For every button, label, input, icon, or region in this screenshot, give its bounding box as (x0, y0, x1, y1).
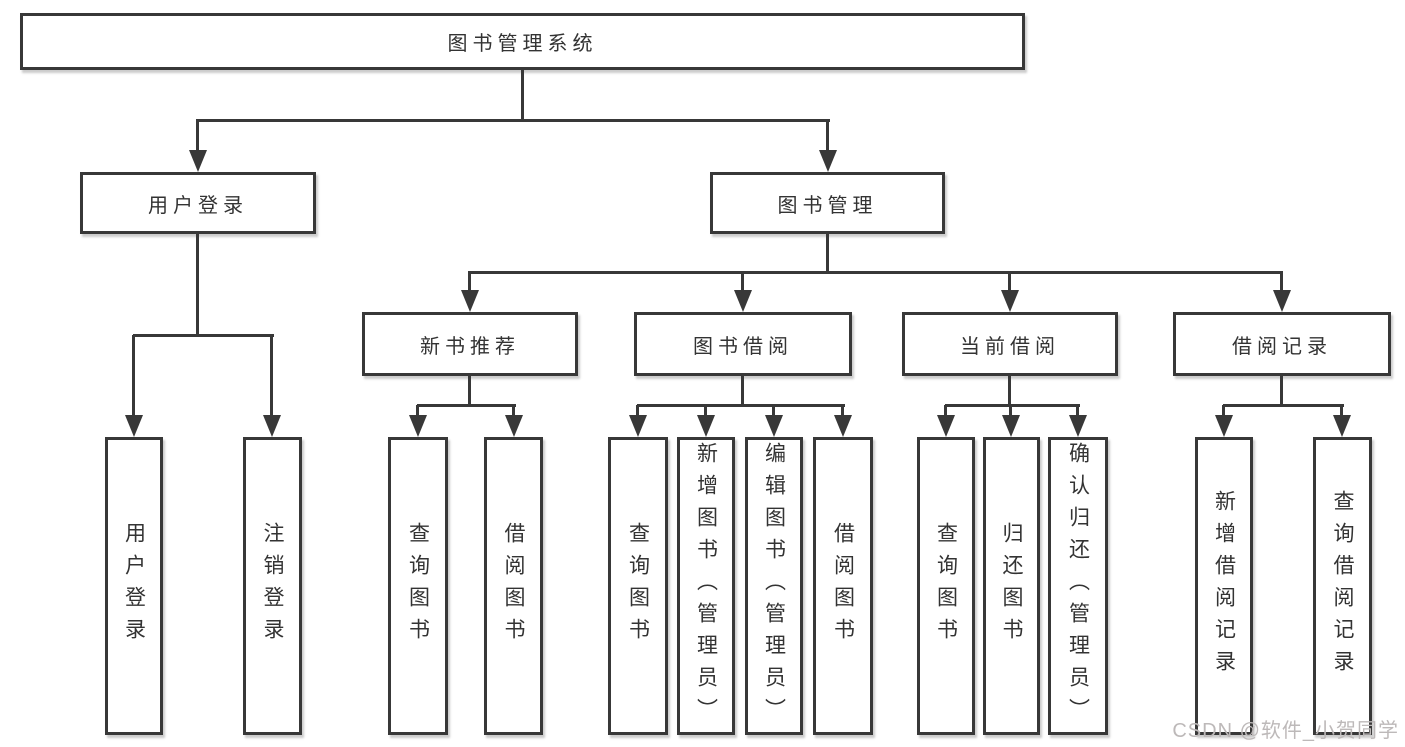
connector-bookmgmt-stem (826, 234, 829, 274)
connector-shaft (1009, 405, 1012, 417)
node-user-login: 用户登录 (80, 172, 316, 234)
node-label: 借阅图书 (502, 522, 525, 650)
connector-stem (1280, 376, 1283, 407)
node-book-management: 图书管理 (710, 172, 945, 234)
arrow-down-icon (1001, 290, 1019, 312)
arrow-down-icon (1069, 415, 1087, 437)
node-return-book: 归还图书 (983, 437, 1040, 735)
connector-shaft (132, 335, 135, 416)
connector-bar (945, 404, 1080, 407)
arrow-down-icon (1333, 415, 1351, 437)
arrow-down-icon (1273, 290, 1291, 312)
node-label: 用户登录 (148, 194, 248, 217)
connector-shaft (636, 405, 639, 417)
node-add-book-admin: 新增图书（管理员） (677, 437, 735, 735)
node-book-borrow: 图书借阅 (634, 312, 852, 376)
node-label: 查询图书 (626, 522, 650, 650)
arrow-down-icon (697, 415, 715, 437)
node-current-borrow: 当前借阅 (902, 312, 1118, 376)
connector-shaft (196, 120, 199, 154)
connector-shaft (1340, 405, 1343, 417)
node-label: 查询图书 (934, 522, 958, 650)
node-label: 当前借阅 (960, 335, 1060, 358)
connector-userlogin-bar (133, 334, 274, 337)
node-label: 确认归还（管理员） (1066, 442, 1090, 730)
connector-root-bar (196, 119, 830, 122)
arrow-down-icon (834, 415, 852, 437)
node-user-login-leaf: 用户登录 (105, 437, 163, 735)
node-label: 新增图书（管理员） (694, 442, 718, 730)
node-label: 查询借阅记录 (1331, 490, 1354, 682)
arrow-down-icon (734, 290, 752, 312)
connector-bar (637, 404, 845, 407)
arrow-down-icon (1002, 415, 1020, 437)
node-borrow-book-leaf: 借阅图书 (813, 437, 873, 735)
connector-shaft (772, 405, 775, 417)
arrow-down-icon (263, 415, 281, 437)
csdn-watermark: CSDN @软件_小贺同学 (1172, 720, 1399, 742)
arrow-down-icon (189, 150, 207, 172)
connector-shaft (826, 120, 829, 154)
connector-shaft (1008, 272, 1011, 292)
node-confirm-return-admin: 确认归还（管理员） (1048, 437, 1108, 735)
node-label: 图书管理 (777, 194, 878, 217)
arrow-down-icon (1215, 415, 1233, 437)
node-new-book-recommend: 新书推荐 (362, 312, 578, 376)
connector-shaft (1222, 405, 1225, 417)
node-label: 编辑图书（管理员） (762, 442, 786, 730)
arrow-down-icon (409, 415, 427, 437)
node-label: 归还图书 (1000, 522, 1023, 650)
node-system-root: 图书管理系统 (20, 13, 1025, 70)
node-label: 借阅记录 (1232, 335, 1332, 358)
connector-shaft (416, 405, 419, 417)
connector-shaft (841, 405, 844, 417)
connector-shaft (1076, 405, 1079, 417)
connector-shaft (704, 405, 707, 417)
node-label: 借阅图书 (831, 522, 855, 650)
connector-shaft (1280, 272, 1283, 292)
connector-stem (741, 376, 744, 407)
node-label: 注销登录 (261, 522, 284, 650)
node-edit-book-admin: 编辑图书（管理员） (745, 437, 803, 735)
connector-shaft (741, 272, 744, 292)
node-borrow-book-recommend: 借阅图书 (484, 437, 543, 735)
node-label: 新增借阅记录 (1212, 490, 1236, 682)
node-label: 图书借阅 (693, 335, 793, 358)
node-add-borrow-record: 新增借阅记录 (1195, 437, 1253, 735)
connector-bar (1223, 404, 1344, 407)
connector-shaft (512, 405, 515, 417)
connector-bar (417, 404, 516, 407)
connector-stem (1008, 376, 1011, 407)
arrow-down-icon (937, 415, 955, 437)
connector-userlogin-stem (196, 234, 199, 337)
arrow-down-icon (505, 415, 523, 437)
node-logout-leaf: 注销登录 (243, 437, 302, 735)
node-query-book-recommend: 查询图书 (388, 437, 448, 735)
arrow-down-icon (819, 150, 837, 172)
node-label: 用户登录 (122, 522, 146, 650)
arrow-down-icon (765, 415, 783, 437)
node-borrow-records: 借阅记录 (1173, 312, 1391, 376)
node-query-borrow-record: 查询借阅记录 (1313, 437, 1372, 735)
arrow-down-icon (125, 415, 143, 437)
connector-shaft (270, 335, 273, 416)
connector-stem (468, 376, 471, 407)
connector-shaft (468, 272, 471, 292)
node-query-book-borrow: 查询图书 (608, 437, 668, 735)
node-label: 图书管理系统 (447, 33, 598, 55)
node-query-book-current: 查询图书 (917, 437, 975, 735)
connector-shaft (944, 405, 947, 417)
node-label: 新书推荐 (420, 335, 520, 358)
arrow-down-icon (629, 415, 647, 437)
node-label: 查询图书 (406, 522, 430, 650)
connector-bookmgmt-bar (468, 271, 1283, 274)
arrow-down-icon (461, 290, 479, 312)
connector-root-stem (521, 70, 524, 121)
